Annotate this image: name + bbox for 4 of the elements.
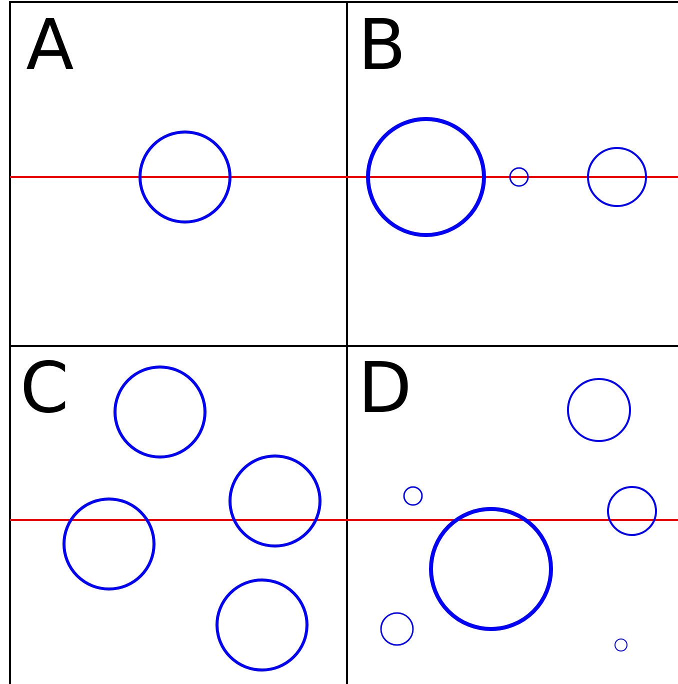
panel-letter: A xyxy=(26,10,74,80)
panel-letter: B xyxy=(358,10,406,80)
panel-letter: D xyxy=(358,353,412,423)
panel-letter: C xyxy=(20,353,69,423)
